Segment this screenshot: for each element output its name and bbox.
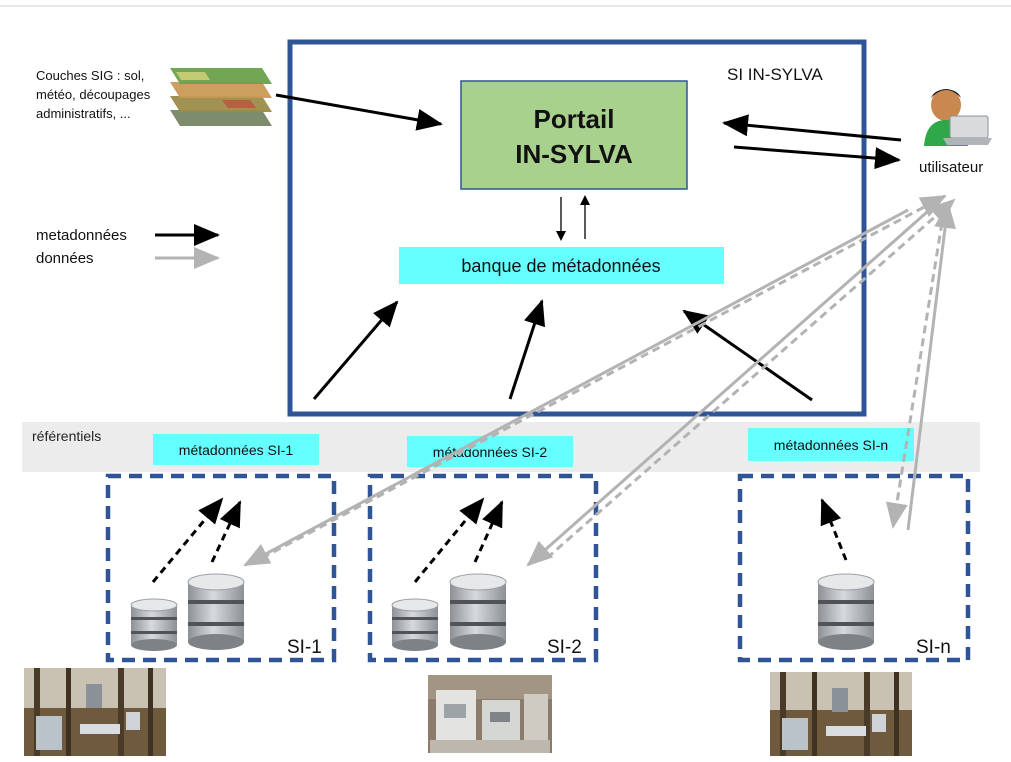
data-arrow-user-to-si1 bbox=[243, 208, 909, 567]
gis-text-line3: administratifs, ... bbox=[36, 106, 131, 121]
arrow-portal-to-user bbox=[733, 145, 901, 170]
sin-box bbox=[737, 473, 971, 663]
user-label: utilisateur bbox=[919, 159, 983, 176]
si1-meta-arrow-a bbox=[151, 497, 224, 583]
meta-tag-si1: métadonnées SI-1 bbox=[179, 442, 294, 458]
si2-label: SI-2 bbox=[547, 637, 582, 658]
si1-box bbox=[105, 473, 337, 663]
portal-title-line1: Portail bbox=[534, 104, 615, 134]
si2-database-large-icon bbox=[449, 573, 507, 651]
sin-meta-arrow bbox=[820, 498, 848, 561]
meta-tag-si1-box bbox=[153, 434, 319, 465]
si2-box bbox=[367, 473, 599, 663]
user-avatar-icon bbox=[924, 89, 992, 146]
si2-database-small-icon bbox=[391, 598, 439, 652]
forest-station-photo-right bbox=[770, 672, 912, 756]
data-arrow-sin-to-user bbox=[906, 202, 956, 531]
si1-database-large-icon bbox=[187, 573, 245, 651]
si2-meta-arrow-a bbox=[413, 497, 485, 583]
meta-tag-sin: métadonnées SI-n bbox=[774, 437, 888, 453]
sin-label: SI-n bbox=[916, 637, 951, 658]
legend-metadata-label: metadonnées bbox=[36, 227, 127, 244]
sin-database-large-icon bbox=[817, 573, 875, 651]
si-in-sylva-title: SI IN-SYLVA bbox=[727, 65, 823, 84]
laboratory-photo bbox=[428, 675, 552, 753]
gis-layers-icon bbox=[170, 68, 272, 126]
arrow-user-to-portal bbox=[722, 114, 902, 142]
si2-meta-arrow-b bbox=[473, 500, 504, 563]
forest-station-photo-left bbox=[24, 668, 166, 756]
data-arrow-si1-to-user bbox=[261, 194, 947, 560]
data-arrow-user-to-si2 bbox=[526, 203, 936, 567]
portal-title-line2: IN-SYLVA bbox=[515, 139, 633, 169]
portal-box bbox=[460, 80, 688, 190]
arrow-gis-to-portal bbox=[275, 93, 443, 131]
gis-text-line1: Couches SIG : sol, bbox=[36, 68, 144, 83]
si-in-sylva-frame bbox=[287, 39, 867, 417]
arrow-si1-to-bank bbox=[312, 300, 399, 400]
referentials-label: référentiels bbox=[32, 428, 101, 444]
meta-tag-sin-box bbox=[748, 428, 914, 461]
si1-database-small-icon bbox=[130, 598, 178, 652]
legend-data-label: données bbox=[36, 250, 94, 267]
arrow-sin-to-bank bbox=[682, 309, 813, 402]
data-arrow-user-to-sin bbox=[885, 209, 946, 529]
metadata-bank-label: banque de métadonnées bbox=[461, 256, 660, 276]
gis-text-line2: météo, découpages bbox=[36, 87, 151, 102]
arrow-si2-to-bank bbox=[508, 299, 546, 400]
metadata-bank-box bbox=[399, 247, 724, 284]
si1-label: SI-1 bbox=[287, 637, 322, 658]
si1-meta-arrow-b bbox=[210, 500, 242, 563]
